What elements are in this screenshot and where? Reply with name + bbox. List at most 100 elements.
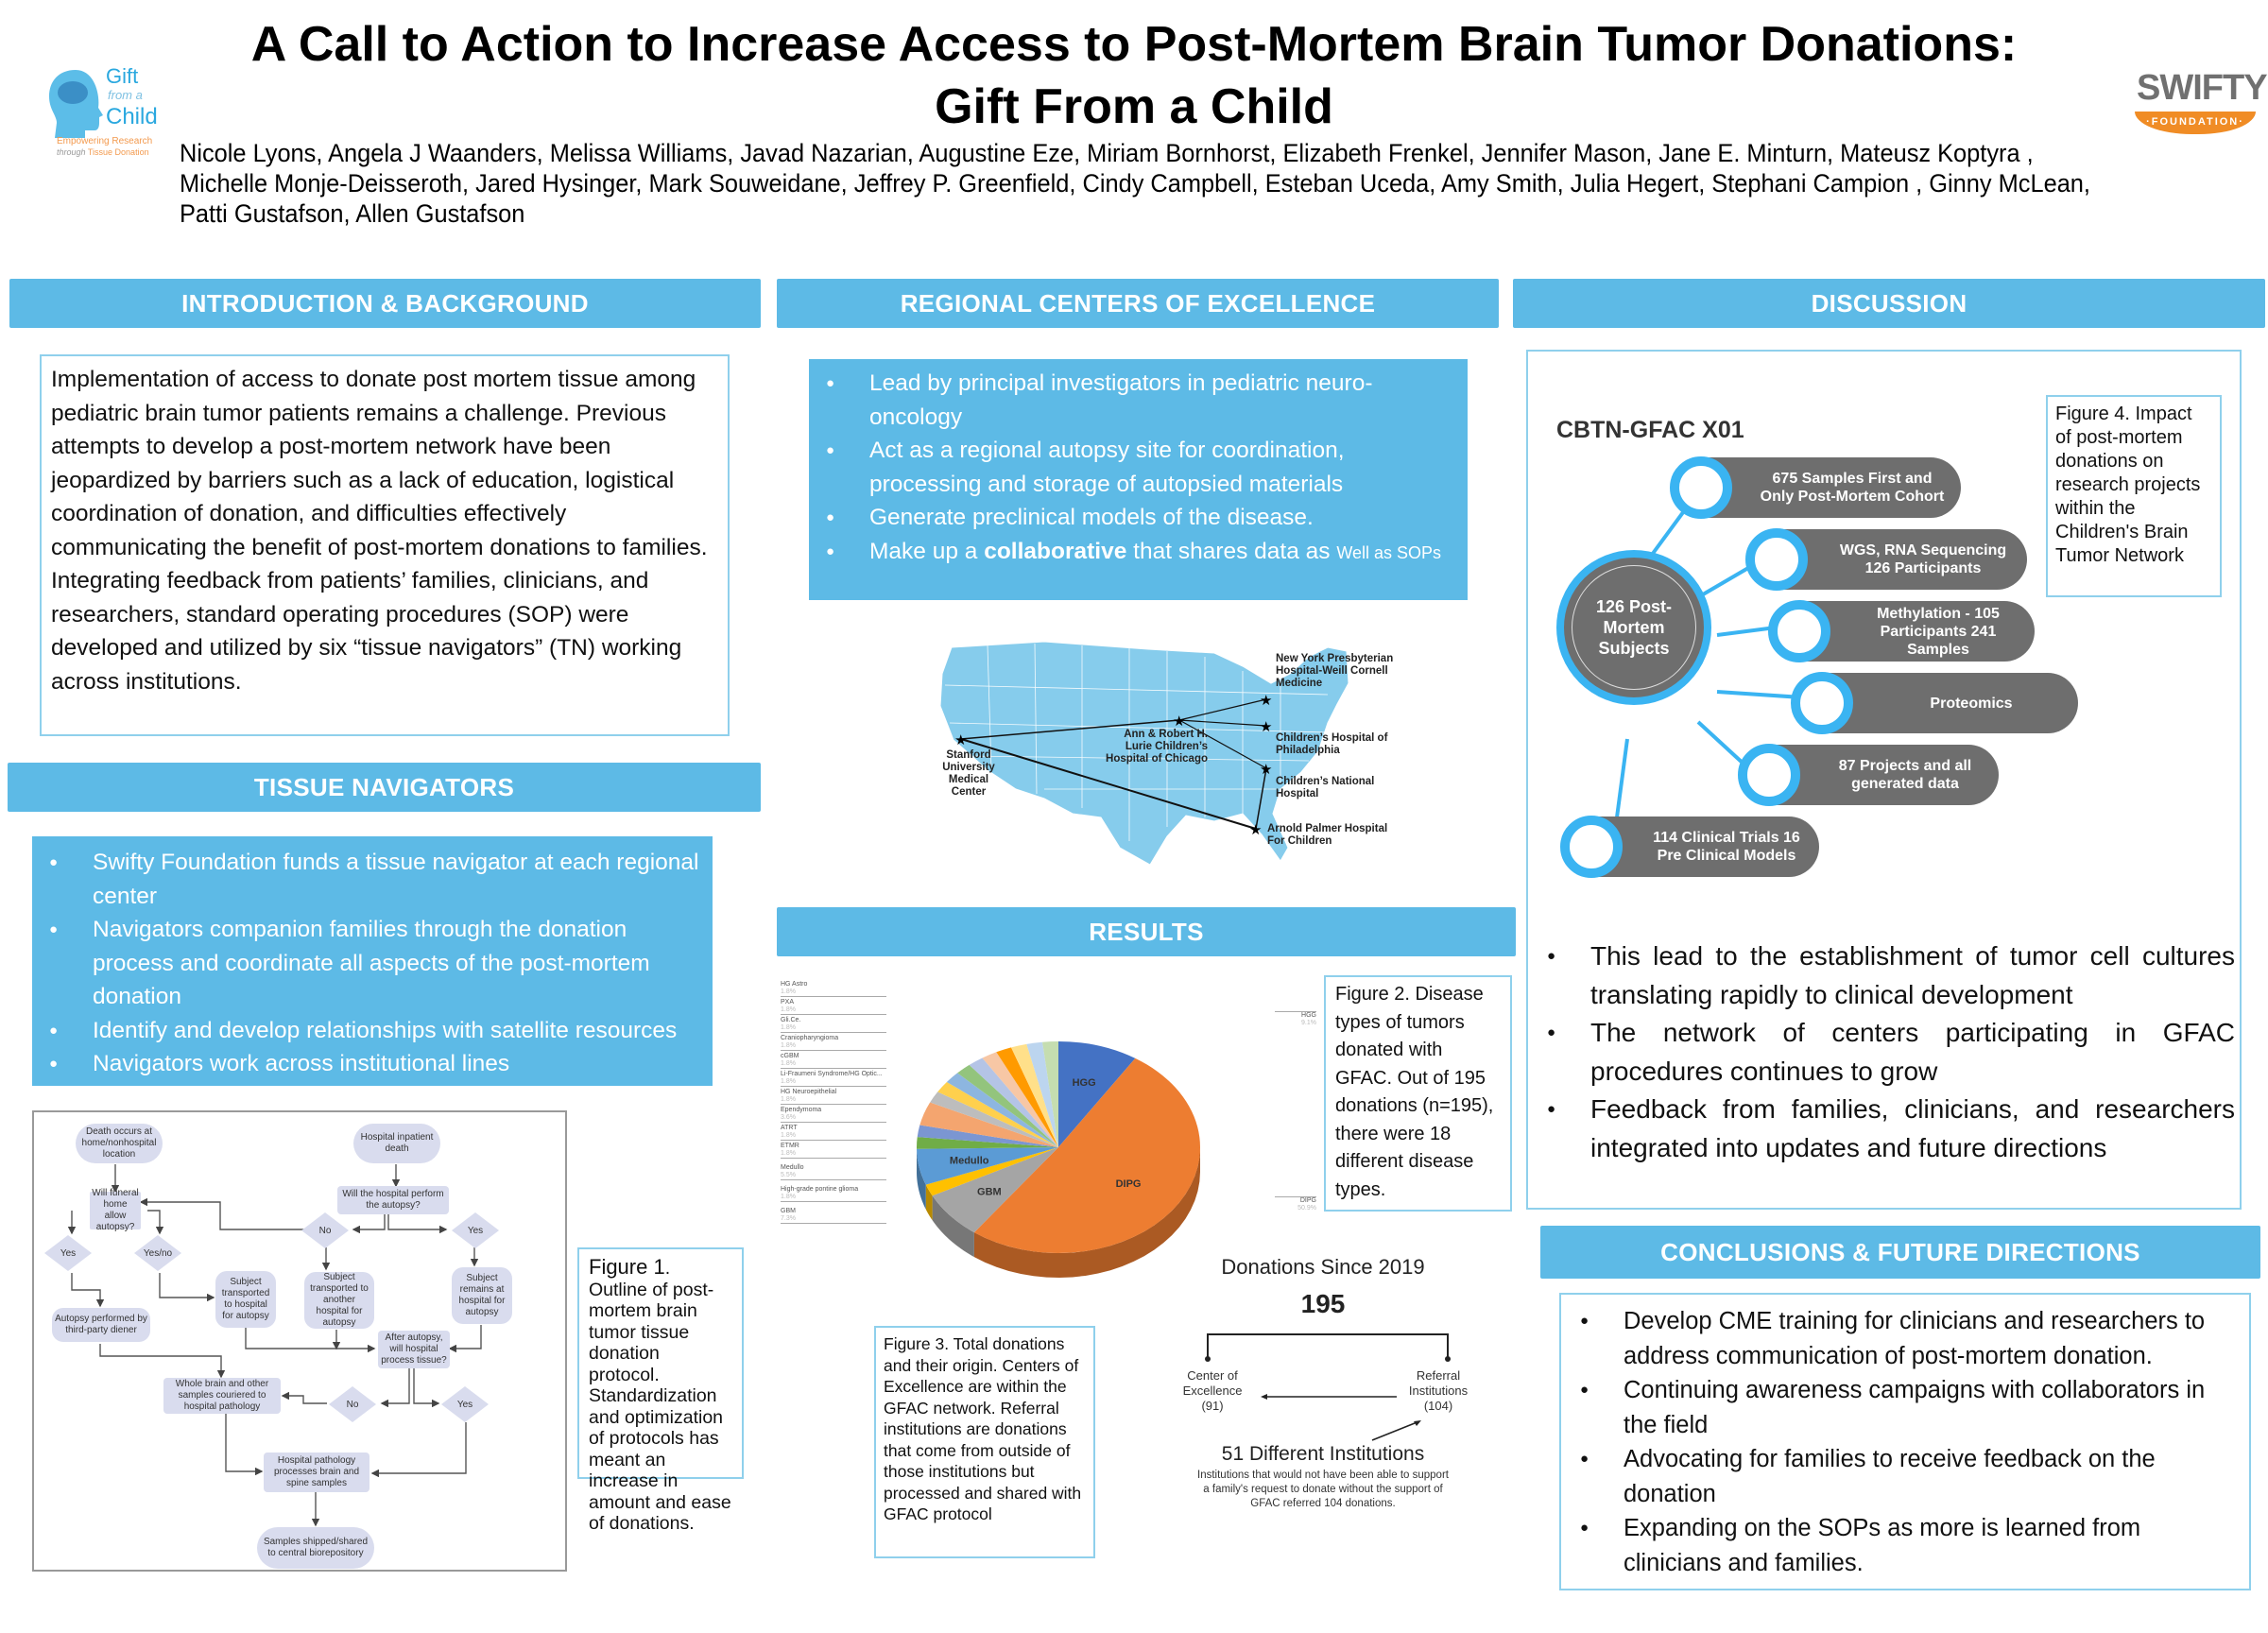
- left-node-dot: [1205, 1356, 1211, 1362]
- conclusions-list: Develop CME training for clinicians and …: [1571, 1304, 2240, 1580]
- pie-slice-hg-neuroepithelial: [930, 1092, 1058, 1147]
- discussion-list: This lead to the establishment of tumor …: [1538, 937, 2235, 1167]
- intro-heading: INTRODUCTION & BACKGROUND: [9, 279, 761, 328]
- donations-connectors: [1205, 1333, 1451, 1441]
- pie-leader-name: Gli.Ce.: [781, 1017, 801, 1023]
- fc-hospital-question: Will the hospital perform the autopsy?: [337, 1186, 449, 1214]
- pie-leader-name: DIPG: [1299, 1197, 1316, 1204]
- logo-tagline-1: Empowering Research: [57, 136, 153, 146]
- pie-leader-name: HG Astro: [781, 981, 808, 988]
- pie-slice-ependymoma: [919, 1102, 1058, 1147]
- fc-couriered: Whole brain and other samples couriered …: [163, 1378, 281, 1414]
- pie-leader-pct: 1.8%: [781, 1078, 796, 1085]
- fc-yes-diamond-2: Yes: [452, 1212, 499, 1248]
- pill-ring: [1745, 528, 1808, 591]
- child-head-icon: [49, 70, 103, 138]
- pill-ring: [1768, 600, 1830, 662]
- intro-paragraph-1: Implementation of access to donate post …: [51, 367, 708, 560]
- regional-item: Make up a collaborative that shares data…: [816, 535, 1460, 569]
- infographic-title: CBTN-GFAC X01: [1556, 417, 1744, 443]
- conclusions-heading: CONCLUSIONS & FUTURE DIRECTIONS: [1540, 1226, 2260, 1279]
- conclusions-box: Develop CME training for clinicians and …: [1559, 1293, 2251, 1590]
- fc-remains: Subject remains at hospital for autopsy: [452, 1267, 512, 1324]
- pie-slice-medullo: [917, 1147, 1058, 1185]
- logo-gift: Gift: [106, 64, 139, 88]
- conclusions-item: Expanding on the SOPs as more is learned…: [1571, 1511, 2240, 1580]
- map-label-dc: Children’s National Hospital: [1276, 776, 1375, 799]
- fc-funeral-question: Will funeral home allow autopsy?: [90, 1188, 141, 1232]
- title-line-1: A Call to Action to Increase Access to P…: [250, 17, 2018, 72]
- regional-item: Lead by principal investigators in pedia…: [816, 367, 1460, 434]
- pie-leader-name: GBM: [781, 1208, 796, 1214]
- navigators-list: Swifty Foundation funds a tissue navigat…: [40, 846, 705, 1081]
- pie-leader-pct: 1.8%: [781, 1006, 796, 1013]
- pie-leader-pct: 50.9%: [1297, 1205, 1316, 1212]
- figure1-label: Figure 1: [589, 1255, 665, 1279]
- pie-leader-name: High-grade pontine glioma: [781, 1186, 859, 1193]
- navigators-item: Swifty Foundation funds a tissue navigat…: [40, 846, 705, 913]
- pie-leader-name: HG Neuroepithelial: [781, 1089, 837, 1095]
- donations-chart: Donations Since 2019 195 Center of Excel…: [1172, 1247, 1474, 1531]
- referral-label: Referral Institutions(104): [1408, 1368, 1469, 1413]
- pie-leader-pct: 1.8%: [781, 1194, 796, 1200]
- gift-from-a-child-logo: Gift from a Child Empowering Research th…: [47, 64, 170, 159]
- pie-slice-cgbm: [946, 1073, 1058, 1147]
- map-label-newyork: New York Presbyterian Hospital-Weill Cor…: [1276, 653, 1394, 689]
- fc-yes-diamond-3: Yes: [441, 1386, 489, 1422]
- pie-leader-name: Li-Fraumeni Syndrome/HG Optic...: [781, 1071, 883, 1077]
- pie-leader-pct: 1.8%: [781, 1042, 796, 1049]
- pie-side-gbm: [932, 1195, 974, 1258]
- pie-slice-pxa: [982, 1052, 1058, 1147]
- figure2-caption: Figure 2. Disease types of tumors donate…: [1324, 975, 1512, 1212]
- institutions-title: 51 Different Institutions: [1221, 1443, 1425, 1465]
- pie-slice-gli-ce-: [969, 1057, 1058, 1147]
- pie-leader-pct: 1.8%: [781, 1096, 796, 1103]
- pie-slice-hgg: [1058, 1041, 1136, 1147]
- discussion-item: The network of centers participating in …: [1538, 1014, 2235, 1091]
- discussion-heading: DISCUSSION: [1513, 279, 2265, 328]
- figure3-caption: Figure 3. Total donations and their orig…: [874, 1326, 1095, 1558]
- pie-leader-pct: 7.3%: [781, 1215, 796, 1222]
- swifty-wordmark: SWIFTY: [2137, 68, 2268, 108]
- regional-item: Act as a regional autopsy site for coord…: [816, 434, 1460, 501]
- map-label-stanford: Stanford University Medical Center: [942, 749, 995, 798]
- donations-title: Donations Since 2019: [1221, 1255, 1425, 1279]
- map-label-orlando: Arnold Palmer Hospital For Children: [1267, 823, 1388, 847]
- pie-leader-pct: 1.8%: [781, 1150, 796, 1157]
- poster-title: A Call to Action to Increase Access to P…: [170, 13, 2098, 138]
- intro-paragraph-2: Integrating feedback from patients’ fami…: [51, 568, 682, 695]
- pie-leader-pct: 9.1%: [1301, 1020, 1316, 1026]
- pie-leader-name: Ependymoma: [781, 1107, 822, 1113]
- center-text: 126 Post-Mortem Subjects: [1572, 565, 1696, 690]
- pie-leader-name: ETMR: [781, 1143, 799, 1149]
- infographic-center: 126 Post-Mortem Subjects: [1556, 550, 1711, 705]
- pill-ring: [1670, 456, 1732, 519]
- star-stanford: ★: [954, 732, 967, 748]
- institutions-text: Institutions that would not have been ab…: [1197, 1470, 1449, 1509]
- pie-side-dipg: [973, 1147, 1200, 1278]
- discussion-item: This lead to the establishment of tumor …: [1538, 937, 2235, 1014]
- fc-pathology: Hospital pathology processes brain and s…: [264, 1453, 369, 1492]
- fc-home-death: Death occurs at home/nonhospital locatio…: [76, 1124, 163, 1163]
- pie-leader-name: Medullo: [781, 1164, 804, 1171]
- pie-leader-name: HGG: [1301, 1012, 1316, 1019]
- pie-inside-label: DIPG: [1116, 1178, 1142, 1190]
- coe-label: Center of Excellence(91): [1182, 1368, 1243, 1413]
- fc-no-diamond: No: [301, 1212, 349, 1248]
- pie-inside-label: HGG: [1073, 1077, 1096, 1089]
- pie-slice-other-b: [1026, 1041, 1058, 1147]
- pie-slice-high-grade-pontine-glioma: [925, 1147, 1058, 1196]
- pie-side-high-grade-pontine-glioma: [925, 1184, 933, 1221]
- fc-transported-hospital: Subject transported to hospital for auto…: [215, 1271, 276, 1328]
- conclusions-item: Advocating for families to receive feedb…: [1571, 1442, 2240, 1511]
- swifty-foundation-band: ·FOUNDATION·: [2135, 112, 2256, 134]
- pie-leader-name: Craniopharyngioma: [781, 1035, 839, 1041]
